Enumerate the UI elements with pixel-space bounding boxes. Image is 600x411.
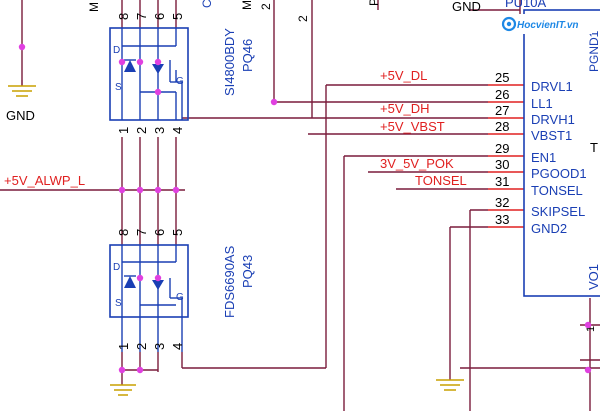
- pq46-refdes: PQ46: [240, 39, 255, 72]
- mosfet-pq46[interactable]: D S G 8 7 6 5 1 2 3 4 SI4800BDY PQ46: [109, 13, 255, 134]
- pq46-pin-6: 6: [152, 13, 167, 20]
- ic-pin-name: DRVH1: [531, 112, 575, 127]
- gnd-left-label: GND: [6, 108, 35, 123]
- pq46-pin-7: 7: [134, 13, 149, 20]
- pwm-controller-ic[interactable]: [523, 9, 600, 297]
- gnd-symbol-left: [8, 80, 36, 97]
- ic-pin-name: VBST1: [531, 128, 572, 143]
- pq43-refdes: PQ43: [240, 255, 255, 288]
- ic-pin-name: EN1: [531, 150, 556, 165]
- pq43-pin-8: 8: [116, 229, 131, 236]
- ic-pin-labels: 25 26 27 28 29 30 31 32 33 DRVL1 LL1 DRV…: [495, 70, 587, 236]
- pq43-pin-1: 1: [116, 343, 131, 350]
- junctions: [18, 43, 592, 374]
- ic-pin-number: 30: [495, 157, 509, 172]
- ic-pin-number: 31: [495, 174, 509, 189]
- ic-pgnd-label: PGND1: [587, 30, 600, 72]
- ic-pin-stubs: [488, 84, 524, 228]
- mosfet-pq43[interactable]: D S G 8 7 6 5 1 2 3 4 FDS6690AS PQ43: [109, 229, 255, 352]
- pq46-d-label: D: [113, 45, 120, 56]
- pq46-s-label: S: [115, 82, 122, 93]
- top-label-r-mid: 2: [259, 3, 273, 10]
- gnd-symbol-right: [436, 379, 464, 391]
- pq43-pin-6: 6: [152, 229, 167, 236]
- net-5v-dl: +5V_DL: [380, 68, 427, 83]
- top-label-p-mid: P: [367, 0, 381, 6]
- ic-pin-name: GND2: [531, 221, 567, 236]
- net-tonsel: TONSEL: [415, 173, 467, 188]
- pq46-g-label: G: [176, 76, 184, 87]
- pq43-pin-5: 5: [170, 229, 185, 236]
- ic-pin-name: LL1: [531, 96, 553, 111]
- top-label-m-mid: M: [240, 0, 254, 10]
- ic-pin-name: DRVL1: [531, 79, 573, 94]
- pq43-pin-7: 7: [134, 229, 149, 236]
- ic-vo1-label: VO1: [586, 264, 600, 290]
- ic-pin-number: 26: [495, 87, 509, 102]
- pq43-g-label: G: [176, 292, 184, 303]
- body-diode-icon: [124, 276, 136, 288]
- pq46-pin-1: 1: [116, 127, 131, 134]
- ic-pin-name: SKIPSEL: [531, 204, 585, 219]
- net-3v-5v-pok: 3V_5V_POK: [380, 156, 454, 171]
- ic-pin-number: 25: [495, 70, 509, 85]
- pq43-s-label: S: [115, 298, 122, 309]
- pq46-pin-8: 8: [116, 13, 131, 20]
- logo-text: HocvienIT.vn: [517, 20, 579, 31]
- net-5v-alwp-l: +5V_ALWP_L: [4, 173, 85, 188]
- net-5v-vbst: +5V_VBST: [380, 119, 445, 134]
- ic-pin-one: 1: [585, 326, 597, 332]
- pq46-pin-5: 5: [170, 13, 185, 20]
- pq46-pin-3: 3: [152, 127, 167, 134]
- channel-arrow-icon: [152, 64, 164, 74]
- ic-t-label: T: [590, 140, 598, 155]
- ic-pin-number: 33: [495, 212, 509, 227]
- ic-pin-name: TONSEL: [531, 183, 583, 198]
- ic-pin-number: 28: [495, 119, 509, 134]
- pq46-part-number: SI4800BDY: [222, 28, 237, 96]
- top-label-c-left: C: [200, 0, 214, 8]
- pq43-pin-3: 3: [152, 343, 167, 350]
- top-gnd-label: GND: [452, 0, 481, 14]
- pq46-pin-4: 4: [170, 127, 185, 134]
- pq43-pin-2: 2: [134, 343, 149, 350]
- top-label-two: 2: [296, 15, 310, 22]
- gear-icon: [501, 16, 517, 32]
- gnd-symbol-lower-q: [110, 384, 136, 396]
- hocvienit-logo: HocvienIT.vn: [501, 14, 592, 34]
- net-5v-dh: +5V_DH: [380, 101, 430, 116]
- ic-pin-number: 32: [495, 195, 509, 210]
- pq43-part-number: FDS6690AS: [222, 245, 237, 318]
- ic-pin-number: 29: [495, 141, 509, 156]
- pq46-pin-2: 2: [134, 127, 149, 134]
- body-diode-icon: [124, 60, 136, 72]
- pq43-pin-4: 4: [170, 343, 185, 350]
- ic-pin-name: PGOOD1: [531, 166, 587, 181]
- top-label-m-left: M: [87, 2, 101, 12]
- pq43-d-label: D: [113, 262, 120, 273]
- channel-arrow-icon: [152, 280, 164, 290]
- pu10a-refdes: PU10A: [505, 0, 547, 10]
- ic-pin-number: 27: [495, 103, 509, 118]
